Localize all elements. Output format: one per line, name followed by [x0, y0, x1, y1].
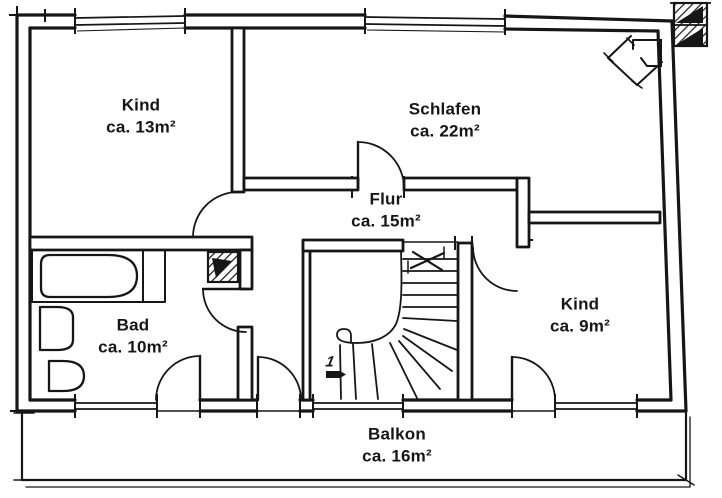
chimney-top-right-icon — [670, 1, 711, 48]
room-name: Flur — [369, 189, 403, 209]
room-label-schlafen: Schlafen ca. 22m² — [409, 99, 481, 144]
room-label-bad: Bad ca. 10m² — [98, 315, 168, 360]
room-area: ca. 15m² — [351, 212, 421, 231]
door-arc-bad — [202, 288, 247, 333]
window-bad — [75, 402, 157, 410]
room-label-flur: Flur ca. 15m² — [351, 189, 421, 234]
stair-entry-marker — [326, 371, 346, 378]
room-label-kind-9: Kind ca. 9m² — [550, 294, 610, 339]
corner-fixture-symbol — [603, 35, 663, 89]
staircase — [326, 246, 458, 400]
doors — [155, 140, 556, 402]
stair-up-cross — [409, 250, 446, 272]
window-schlafen — [364, 16, 506, 27]
stair-stringer — [356, 250, 403, 344]
room-name: Bad — [116, 315, 150, 335]
stair-handrail-curl — [336, 328, 358, 344]
window-kind-13 — [74, 15, 186, 26]
door-arc-kind-9 — [472, 246, 518, 292]
door-arc-kind-9-balcony — [511, 356, 556, 401]
room-name: Balkon — [368, 424, 426, 444]
bath-fixtures — [31, 249, 166, 393]
room-label-balkon: Balkon ca. 16m² — [362, 424, 432, 469]
room-area: ca. 16m² — [362, 447, 432, 466]
room-label-kind-13: Kind ca. 13m² — [106, 95, 176, 140]
room-area: ca. 10m² — [98, 338, 168, 357]
window-flur — [313, 402, 403, 410]
room-area: ca. 9m² — [550, 317, 610, 336]
room-name: Kind — [121, 95, 161, 115]
chimneys — [206, 1, 711, 284]
balcony-outline — [13, 411, 695, 488]
windows — [74, 15, 637, 412]
room-area: ca. 13m² — [106, 118, 176, 137]
stair-treads — [339, 258, 458, 400]
door-arc-hall-balcony — [257, 356, 302, 401]
room-name: Schlafen — [408, 99, 482, 119]
door-arc-kind-13 — [192, 191, 239, 238]
washbasin — [38, 305, 75, 352]
toilet — [47, 359, 86, 393]
bathtub — [39, 253, 139, 299]
interior-walls — [28, 26, 662, 402]
bathtub-enclosure — [31, 249, 166, 303]
window-kind-9 — [555, 402, 637, 410]
door-arc-bad-balcony — [155, 355, 201, 401]
room-area: ca. 22m² — [410, 122, 480, 141]
room-name: Kind — [560, 294, 600, 314]
chimney-flur-icon — [206, 250, 240, 284]
door-arc-schlafen — [357, 141, 405, 189]
